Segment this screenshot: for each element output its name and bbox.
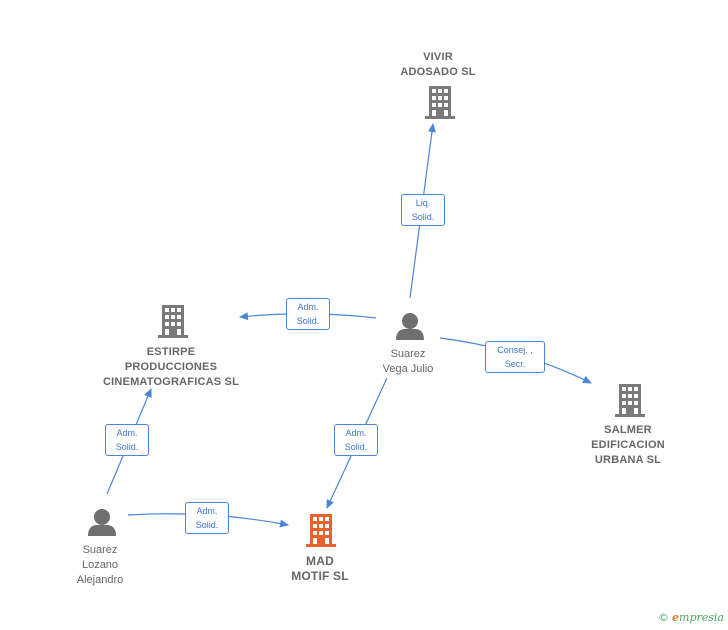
salmer-building-icon[interactable]	[615, 384, 645, 417]
edge-badge-line2: Solid.	[296, 316, 320, 326]
edge-badge-line1: Liq.	[415, 198, 431, 208]
estirpe-label-line2: PRODUCCIONES	[124, 361, 218, 373]
edge-badge-vega-vivir[interactable]: Liq. Solid.	[401, 194, 445, 226]
edge-badge-line1: Adm.	[116, 428, 138, 438]
vega-label-line1: Suarez	[390, 348, 426, 360]
mad-building-icon[interactable]	[306, 514, 336, 547]
vivir-label-line1: VIVIR	[423, 51, 453, 63]
brand-initial: e	[672, 611, 680, 624]
salmer-label-line1: SALMER	[604, 424, 652, 436]
edge-badge-line2: Secr.	[504, 359, 526, 369]
estirpe-label-line1: ESTIRPE	[146, 346, 196, 358]
lozano-label-line3: Alejandro	[76, 574, 124, 586]
mad-label-line1: MAD	[306, 554, 334, 568]
edge-badge-line2: Solid.	[344, 442, 368, 452]
edge-badge-vega-salmer[interactable]: Consej. , Secr.	[485, 341, 545, 373]
edge-badge-lozano-mad[interactable]: Adm. Solid.	[185, 502, 229, 534]
edge-badge-vega-mad[interactable]: Adm. Solid.	[334, 424, 378, 456]
lozano-label-line2: Lozano	[81, 559, 119, 571]
edge-badge-line1: Adm.	[345, 428, 367, 438]
edge-badge-lozano-estirpe[interactable]: Adm. Solid.	[105, 424, 149, 456]
edge-badge-line2: Solid.	[195, 520, 219, 530]
vega-label-line2: Vega Julio	[382, 363, 434, 375]
brand-logo[interactable]: ©empresia	[658, 611, 724, 624]
edge-badge-line1: Adm.	[297, 302, 319, 312]
edge-badge-line2: Solid.	[115, 442, 139, 452]
edge-badge-vega-estirpe[interactable]: Adm. Solid.	[286, 298, 330, 330]
mad-label-line2: MOTIF SL	[291, 569, 349, 583]
lozano-label-line1: Suarez	[82, 544, 118, 556]
lozano-label[interactable]: Suarez Lozano Alejandro	[50, 543, 150, 588]
estirpe-label-line3: CINEMATOGRAFICAS SL	[102, 376, 239, 388]
estirpe-label[interactable]: ESTIRPE PRODUCCIONES CINEMATOGRAFICAS SL	[96, 345, 246, 390]
vega-label[interactable]: Suarez Vega Julio	[358, 347, 458, 377]
salmer-label-line2: EDIFICACION	[591, 439, 665, 451]
copyright-icon: ©	[658, 611, 670, 624]
vivir-label-line2: ADOSADO SL	[400, 66, 476, 78]
brand-name: mpresia	[679, 611, 724, 624]
vega-person-icon[interactable]	[396, 313, 424, 340]
mad-label[interactable]: MAD MOTIF SL	[270, 554, 370, 584]
edge-badge-line1: Consej. ,	[497, 345, 533, 355]
lozano-person-icon[interactable]	[88, 509, 116, 536]
edge-badge-line1: Adm.	[196, 506, 218, 516]
edge-badge-line2: Solid.	[411, 212, 435, 222]
salmer-label[interactable]: SALMER EDIFICACION URBANA SL	[578, 423, 678, 468]
vivir-building-icon[interactable]	[425, 86, 455, 119]
estirpe-building-icon[interactable]	[158, 305, 188, 338]
vivir-label[interactable]: VIVIR ADOSADO SL	[388, 50, 488, 80]
salmer-label-line3: URBANA SL	[594, 454, 662, 466]
